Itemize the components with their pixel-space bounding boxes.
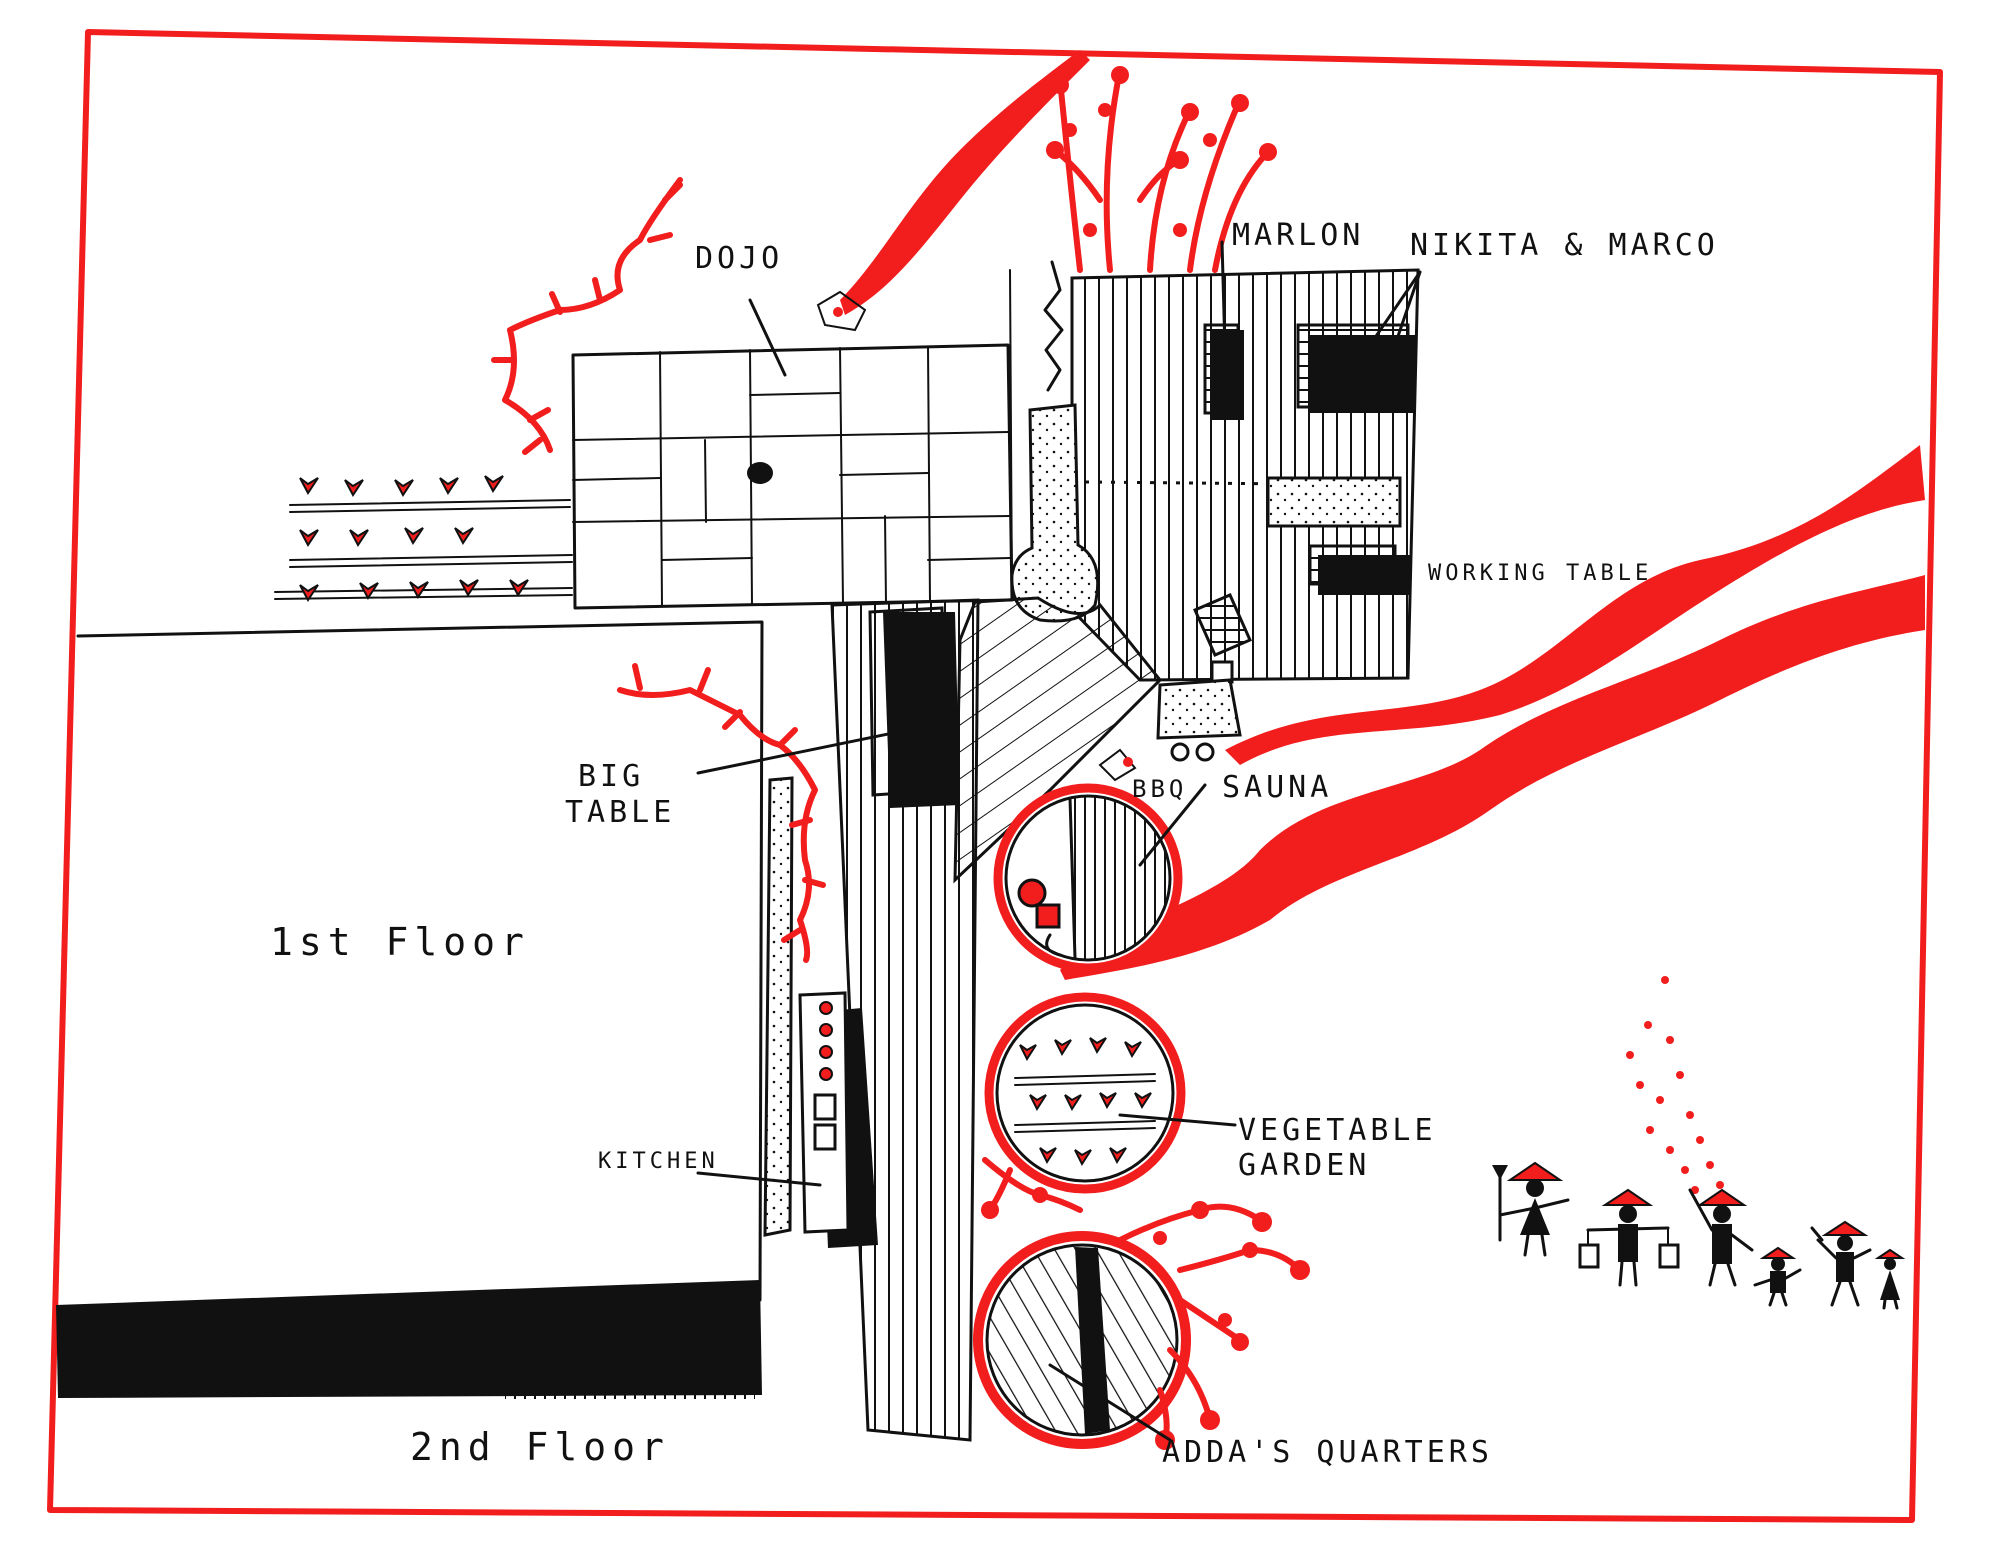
addas-quarters (973, 1231, 1191, 1449)
vegetable-garden (984, 992, 1186, 1194)
seed-dots (1626, 976, 1724, 1194)
label-second-floor: 2nd Floor (410, 1425, 670, 1469)
farmer-child-right (1874, 1248, 1906, 1310)
marlon-room (1203, 323, 1244, 420)
label-dojo: DOJO (695, 241, 783, 276)
label-vegetable-line2: GARDEN (1238, 1148, 1370, 1183)
red-vine-dojo (491, 177, 683, 455)
bbq-grill (1098, 678, 1242, 782)
label-working-table: WORKING TABLE (1428, 561, 1652, 586)
red-vine-big-table (617, 663, 826, 963)
red-stream-lower (1060, 575, 1925, 980)
farmer-child-left (1753, 1246, 1802, 1307)
dojo-tatami-grid (571, 269, 1014, 610)
second-floor-band (56, 1280, 762, 1399)
farmer-with-shovel (1492, 1161, 1570, 1257)
walkway-dotted-wall (763, 776, 794, 1237)
nikita-marco-room (1296, 323, 1415, 413)
label-sauna: SAUNA (1222, 770, 1332, 805)
farmer-with-buckets (1578, 1188, 1680, 1287)
label-addas-quarters: ADDA'S QUARTERS (1162, 1435, 1493, 1470)
label-marlon: MARLON (1232, 218, 1364, 253)
label-vegetable-line1: VEGETABLE (1238, 1113, 1437, 1148)
label-bbq: BBQ (1132, 775, 1187, 803)
house-bench (1266, 476, 1402, 528)
working-chair (1193, 593, 1252, 684)
label-kitchen: KITCHEN (598, 1149, 719, 1174)
farmer-sowing (1688, 1188, 1754, 1287)
big-table (868, 606, 960, 808)
farmers-figures (1492, 1161, 1906, 1310)
label-first-floor: 1st Floor (270, 920, 530, 964)
sauna-room (993, 783, 1183, 973)
farmer-with-hoe (1810, 1220, 1872, 1307)
dotted-corridor (1010, 403, 1100, 623)
red-vines-quarters (981, 1157, 1310, 1450)
red-plants-top (1046, 66, 1277, 273)
red-water-flow-top (840, 50, 1090, 315)
label-nikita-marco: NIKITA & MARCO (1410, 228, 1719, 263)
leader-lines (696, 240, 1422, 1442)
dojo-entry-stone (816, 290, 867, 332)
first-floor-outline (76, 620, 764, 1302)
red-stream-upper (1225, 445, 1925, 765)
working-table (1308, 544, 1410, 595)
label-big-table-line1: BIG (578, 759, 644, 794)
kitchen-counter (798, 991, 878, 1248)
red-frame (47, 29, 1943, 1523)
garden-rows-left (274, 475, 573, 602)
label-big-table-line2: TABLE (565, 795, 675, 830)
